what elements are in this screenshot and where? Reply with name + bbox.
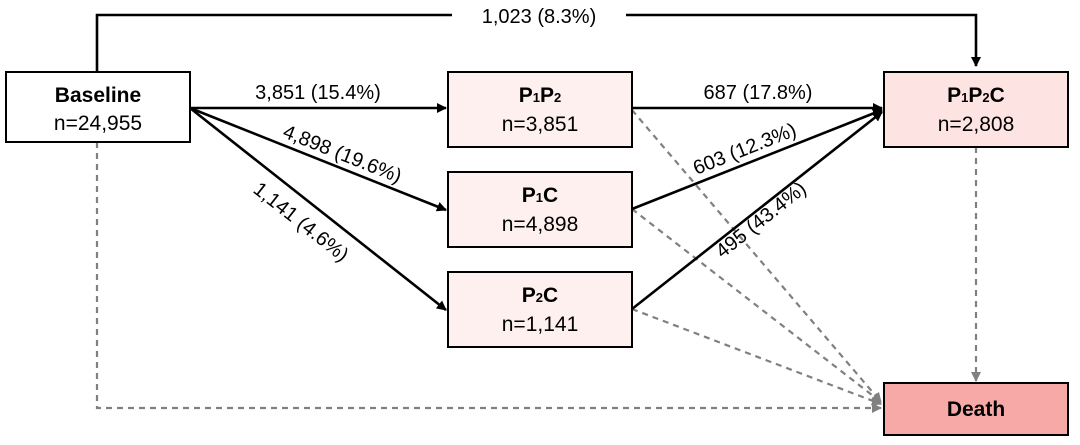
node-p1p2c-count: n=2,808: [938, 113, 1015, 136]
label-p1p2-to-p1p2c: 687 (17.8%): [704, 82, 813, 104]
node-death-box: [883, 382, 1069, 436]
label-baseline-to-p1p2: 3,851 (15.4%): [255, 82, 381, 104]
node-p1p2-count: n=3,851: [502, 113, 579, 136]
label-baseline-to-p1p2c: 1,023 (8.3%): [482, 6, 597, 28]
node-p1p2c-box: [883, 71, 1069, 148]
node-p1c-title: P1C: [522, 184, 558, 207]
node-death-title: Death: [947, 398, 1005, 421]
node-baseline-box: [5, 71, 191, 143]
node-p2c-box: [447, 271, 633, 348]
node-baseline: Baseline n=24,955: [5, 71, 191, 143]
node-p1p2-title: P1P2: [519, 84, 562, 107]
node-p1c: P1C n=4,898: [447, 171, 633, 248]
node-p1p2c: P1P2C n=2,808: [883, 71, 1069, 148]
node-p1p2c-title: P1P2C: [947, 84, 1005, 107]
edge-p2c-to-p1p2c: [631, 110, 883, 311]
node-death: Death: [883, 382, 1069, 436]
label-baseline-to-p1c: 4,898 (19.6%): [280, 121, 405, 188]
node-p2c-count: n=1,141: [502, 313, 579, 336]
node-p1p2: P1P2 n=3,851: [447, 71, 633, 148]
edge-p1c-to-death: [631, 208, 882, 403]
edge-p1p2-to-death: [631, 109, 882, 403]
label-baseline-to-p2c: 1,141 (4.6%): [249, 178, 353, 266]
edge-baseline-to-p1c: [189, 106, 447, 212]
edge-p1c-to-p1p2c: [631, 108, 883, 211]
node-p1p2-box: [447, 71, 633, 148]
node-baseline-title: Baseline: [55, 84, 141, 107]
edge-p2c-to-death: [631, 307, 882, 406]
node-p2c-title: P2C: [522, 284, 558, 307]
edge-baseline-to-p2c: [189, 106, 447, 312]
top-label-background: [452, 2, 626, 30]
edge-baseline-to-death: [95, 142, 882, 413]
node-p1c-count: n=4,898: [502, 213, 579, 236]
node-p2c: P2C n=1,141: [447, 271, 633, 348]
node-p1c-box: [447, 171, 633, 248]
node-baseline-count: n=24,955: [54, 112, 142, 135]
